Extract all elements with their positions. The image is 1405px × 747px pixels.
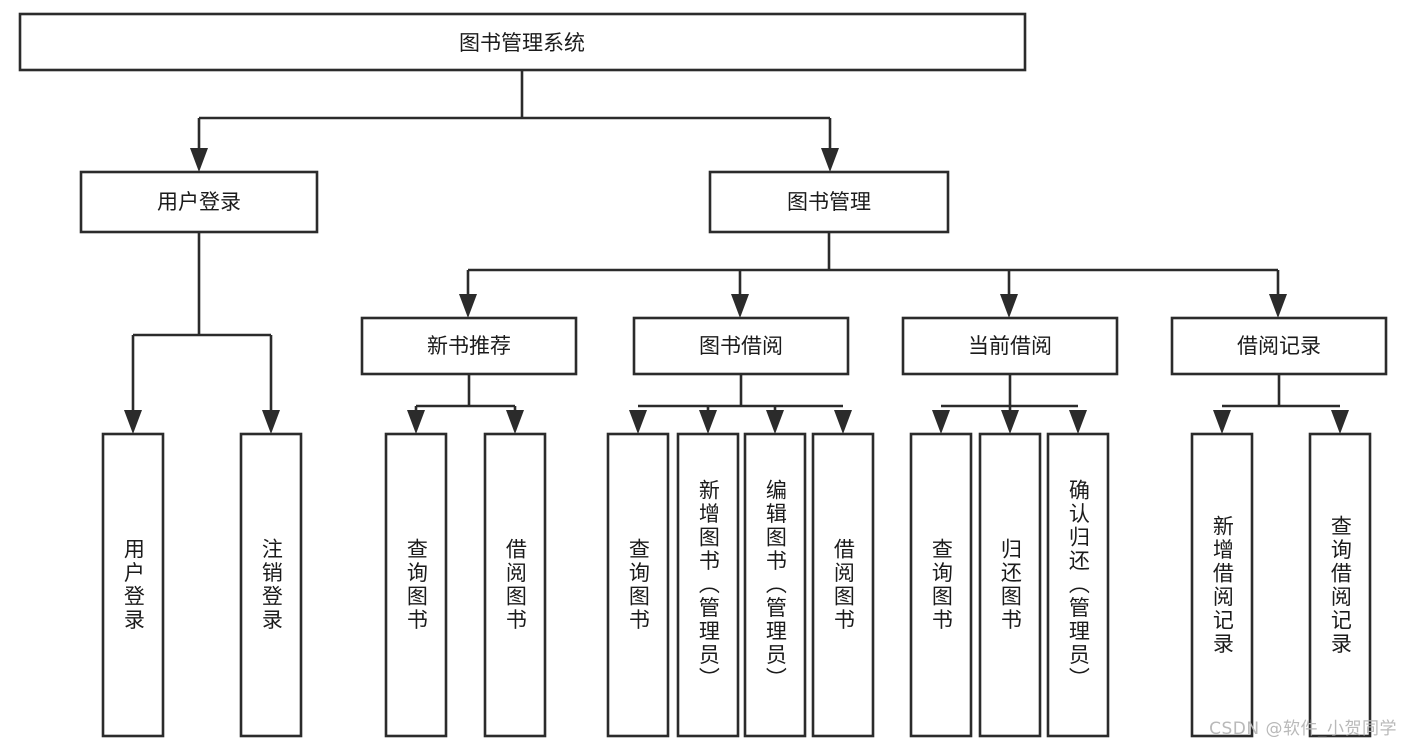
arrowhead-leaf-logout [262, 410, 280, 434]
arrowhead-user-login [190, 148, 208, 172]
leaf-box-query-record[interactable] [1308, 432, 1372, 738]
arrowhead-leaf-borrow-book-b [834, 410, 852, 434]
node-new-book-recommend[interactable]: 新书推荐 [360, 316, 578, 376]
node-book-borrow-box[interactable] [632, 316, 850, 376]
arrowhead-leaf-query-record [1331, 410, 1349, 434]
leaf-box-confirm-return[interactable] [1046, 432, 1110, 738]
arrowhead-book-manage [821, 148, 839, 172]
node-current-borrow[interactable]: 当前借阅 [901, 316, 1119, 376]
arrowhead-leaf-return-book [1001, 410, 1019, 434]
arrowhead-leaf-add-record [1213, 410, 1231, 434]
leaf-box-query-book-c[interactable] [909, 432, 973, 738]
node-user-login-label: 用户登录 [157, 190, 241, 214]
arrowhead-leaf-query-book-a [407, 410, 425, 434]
leaf-box-borrow-book-a[interactable] [483, 432, 547, 738]
node-root-label: 图书管理系统 [459, 31, 585, 55]
node-user-login[interactable]: 用户登录 [79, 170, 319, 234]
node-new-book-recommend-label: 新书推荐 [427, 334, 511, 358]
node-borrow-record-box[interactable] [1170, 316, 1388, 376]
leaf-box-user-login[interactable] [101, 432, 165, 738]
node-root[interactable]: 图书管理系统 [18, 12, 1027, 72]
arrowhead-leaf-edit-book [766, 410, 784, 434]
arrowhead-leaf-confirm-return [1069, 410, 1087, 434]
arrowhead-leaf-query-book-b [629, 410, 647, 434]
node-current-borrow-label: 当前借阅 [968, 334, 1052, 358]
arrowhead-current-borrow [1000, 294, 1018, 318]
leaf-box-add-record[interactable] [1190, 432, 1254, 738]
arrowhead-borrow-record [1269, 294, 1287, 318]
leaf-box-borrow-book-b[interactable] [811, 432, 875, 738]
arrowhead-book-borrow [731, 294, 749, 318]
node-book-manage[interactable]: 图书管理 [708, 170, 950, 234]
leaf-box-logout[interactable] [239, 432, 303, 738]
arrowhead-new-book [459, 294, 477, 318]
arrowhead-leaf-add-book [699, 410, 717, 434]
leaf-box-add-book[interactable] [676, 432, 740, 738]
node-borrow-record-label: 借阅记录 [1237, 334, 1321, 358]
node-book-manage-label: 图书管理 [787, 190, 871, 214]
node-borrow-record[interactable]: 借阅记录 [1170, 316, 1388, 376]
leaf-box-query-book-b[interactable] [606, 432, 670, 738]
arrowhead-leaf-query-book-c [932, 410, 950, 434]
leaf-box-edit-book[interactable] [743, 432, 807, 738]
leaf-box-query-book-a[interactable] [384, 432, 448, 738]
node-root-box[interactable] [18, 12, 1027, 72]
node-book-borrow[interactable]: 图书借阅 [632, 316, 850, 376]
node-book-borrow-label: 图书借阅 [699, 334, 783, 358]
node-current-borrow-box[interactable] [901, 316, 1119, 376]
node-new-book-recommend-box[interactable] [360, 316, 578, 376]
node-book-manage-box[interactable] [708, 170, 950, 234]
arrowhead-leaf-borrow-book-a [506, 410, 524, 434]
arrowhead-leaf-user-login [124, 410, 142, 434]
leaf-box-return-book[interactable] [978, 432, 1042, 738]
